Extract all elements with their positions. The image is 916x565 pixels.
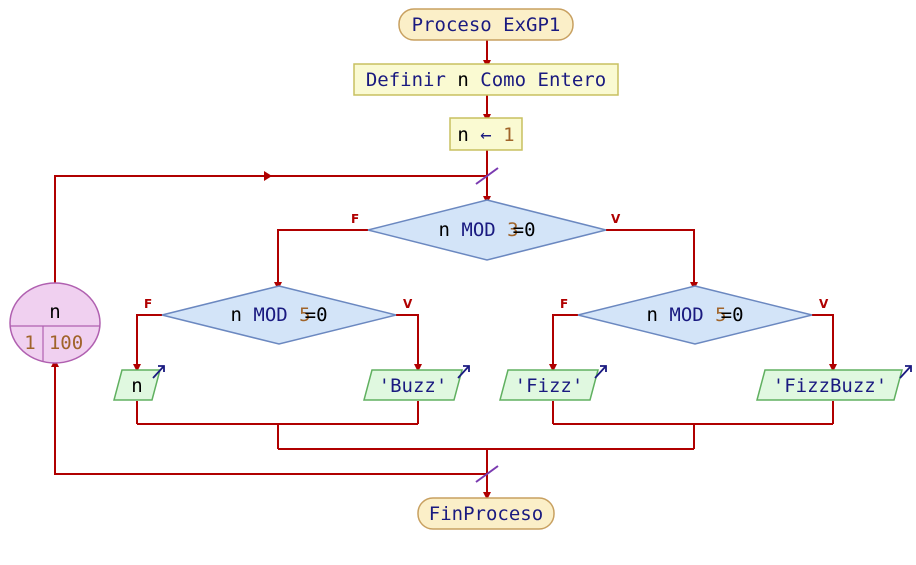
connector-left-false bbox=[133, 314, 162, 372]
decision-left-false-label: F bbox=[144, 297, 152, 311]
decision-main-false-label: F bbox=[351, 212, 359, 226]
output-buzz-text: 'Buzz' bbox=[379, 375, 448, 397]
assign-var: n bbox=[457, 124, 468, 146]
define-type: Entero bbox=[538, 69, 607, 91]
connector-loop-back-top bbox=[54, 175, 487, 284]
define-var: n bbox=[457, 69, 468, 91]
output-arrow-icon bbox=[152, 365, 165, 379]
connector-right-true bbox=[812, 314, 837, 372]
define-keyword2: Como bbox=[480, 69, 526, 91]
define-text: Definir n Como Entero bbox=[366, 69, 606, 91]
start-terminal: Proceso ExGP1 bbox=[398, 8, 574, 41]
output-fizz-text: 'Fizz' bbox=[515, 375, 584, 397]
connector-lines bbox=[51, 40, 837, 500]
decision-right-false-label: F bbox=[560, 297, 568, 311]
decision-left-true-label: V bbox=[403, 297, 413, 311]
assign-process-box: n ← 1 bbox=[449, 117, 523, 151]
decision-right-true-label: V bbox=[819, 297, 829, 311]
end-terminal: FinProceso bbox=[417, 497, 555, 530]
loop-from: 1 bbox=[24, 332, 35, 354]
loop-top-slash bbox=[475, 167, 499, 185]
output-n: n bbox=[113, 365, 165, 401]
decision-right: n MOD 5=0 F V bbox=[560, 285, 829, 345]
assign-value: 1 bbox=[503, 124, 514, 146]
end-label: FinProceso bbox=[429, 503, 543, 525]
decision-main-text: n MOD 3=0 bbox=[438, 219, 535, 241]
define-keyword: Definir bbox=[366, 69, 446, 91]
output-arrow-icon bbox=[899, 365, 912, 379]
assign-arrow: ← bbox=[480, 124, 491, 146]
for-loop-node: n 1 100 bbox=[9, 282, 101, 364]
connector-main-false bbox=[274, 229, 368, 290]
assign-text: n ← 1 bbox=[457, 124, 514, 146]
output-fizzbuzz: 'FizzBuzz' bbox=[756, 365, 912, 401]
connector-left-true bbox=[396, 314, 422, 372]
output-n-text: n bbox=[131, 375, 142, 397]
decision-main: n MOD 3=0 F V bbox=[351, 199, 621, 261]
output-buzz: 'Buzz' bbox=[363, 365, 470, 401]
connector-loop-back-arrow bbox=[264, 171, 272, 181]
connector-right-false bbox=[549, 314, 578, 372]
loop-var: n bbox=[49, 301, 60, 323]
decision-main-true-label: V bbox=[611, 212, 621, 226]
decision-left: n MOD 5=0 F V bbox=[144, 285, 413, 345]
output-arrow-icon bbox=[594, 365, 607, 379]
output-arrow-icon bbox=[457, 365, 470, 379]
connector-main-true bbox=[606, 229, 698, 290]
start-label: Proceso ExGP1 bbox=[412, 14, 561, 36]
decision-right-text: n MOD 5=0 bbox=[646, 304, 743, 326]
loop-to: 100 bbox=[49, 332, 83, 354]
output-fizz: 'Fizz' bbox=[499, 365, 607, 401]
output-fizzbuzz-text: 'FizzBuzz' bbox=[773, 375, 887, 397]
loop-bottom-slash bbox=[475, 465, 499, 483]
connector-loop-return bbox=[51, 359, 487, 475]
define-process-box: Definir n Como Entero bbox=[353, 63, 619, 96]
decision-left-text: n MOD 5=0 bbox=[230, 304, 327, 326]
